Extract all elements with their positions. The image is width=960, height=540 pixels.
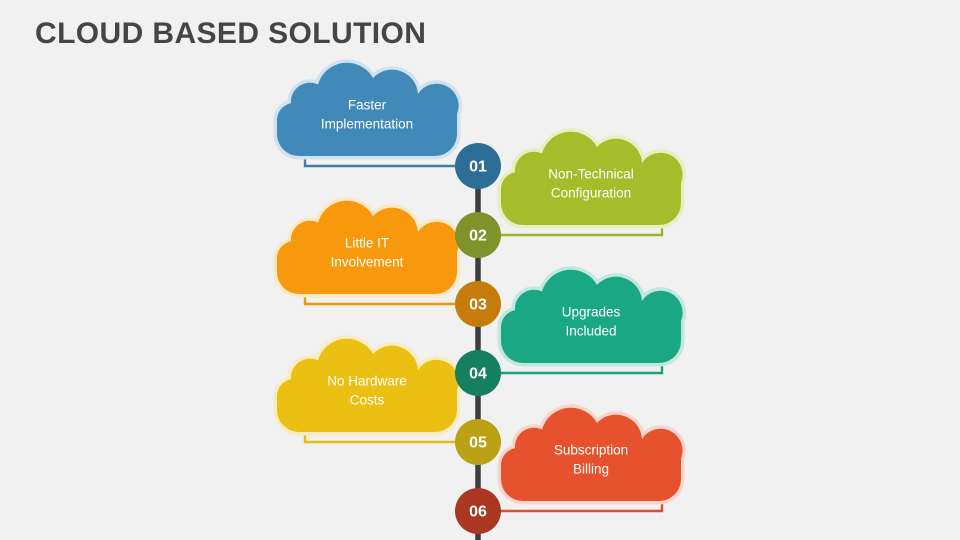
cloud-04[interactable]: Upgrades Included xyxy=(501,270,683,363)
step-circle-05-bg xyxy=(455,419,501,465)
step-circle-01-bg xyxy=(455,143,501,189)
step-circle-01[interactable]: 01 xyxy=(455,143,501,189)
step-circle-06-number: 06 xyxy=(469,504,487,521)
cloud-03-label-line1: Little IT xyxy=(345,236,389,251)
step-circle-04-number: 04 xyxy=(469,366,487,383)
step-circle-02[interactable]: 02 xyxy=(455,212,501,258)
step-circle-04-bg xyxy=(455,350,501,396)
cloud-06-label-line1: Subscription xyxy=(554,443,628,458)
cloud-01-label-line2: Implementation xyxy=(321,117,413,132)
step-circle-02-number: 02 xyxy=(469,228,487,245)
step-circle-06-bg xyxy=(455,488,501,534)
step-circle-04[interactable]: 04 xyxy=(455,350,501,396)
cloud-02-label-line2: Configuration xyxy=(551,186,631,201)
step-circle-05[interactable]: 05 xyxy=(455,419,501,465)
page-title: CLOUD BASED SOLUTION xyxy=(35,17,427,50)
cloud-01-label-line1: Faster xyxy=(348,98,387,113)
cloud-02-label-line1: Non-Technical xyxy=(548,167,634,182)
step-circle-02-bg xyxy=(455,212,501,258)
cloud-06-label-line2: Billing xyxy=(573,462,609,477)
cloud-02[interactable]: Non-Technical Configuration xyxy=(501,132,683,225)
step-circle-06[interactable]: 06 xyxy=(455,488,501,534)
step-circle-03[interactable]: 03 xyxy=(455,281,501,327)
cloud-05-label-line2: Costs xyxy=(350,393,385,408)
step-circle-05-number: 05 xyxy=(469,435,487,452)
step-circle-03-number: 03 xyxy=(469,297,487,314)
cloud-01[interactable]: Faster Implementation xyxy=(277,63,459,156)
cloud-05[interactable]: No Hardware Costs xyxy=(277,339,459,432)
cloud-04-label-line2: Included xyxy=(565,324,616,339)
step-circle-03-bg xyxy=(455,281,501,327)
cloud-03[interactable]: Little IT Involvement xyxy=(277,201,459,294)
cloud-06[interactable]: Subscription Billing xyxy=(501,408,683,501)
step-circle-01-number: 01 xyxy=(469,159,487,176)
cloud-03-label-line2: Involvement xyxy=(331,255,404,270)
cloud-05-label-line1: No Hardware xyxy=(327,374,407,389)
cloud-04-label-line1: Upgrades xyxy=(562,305,621,320)
